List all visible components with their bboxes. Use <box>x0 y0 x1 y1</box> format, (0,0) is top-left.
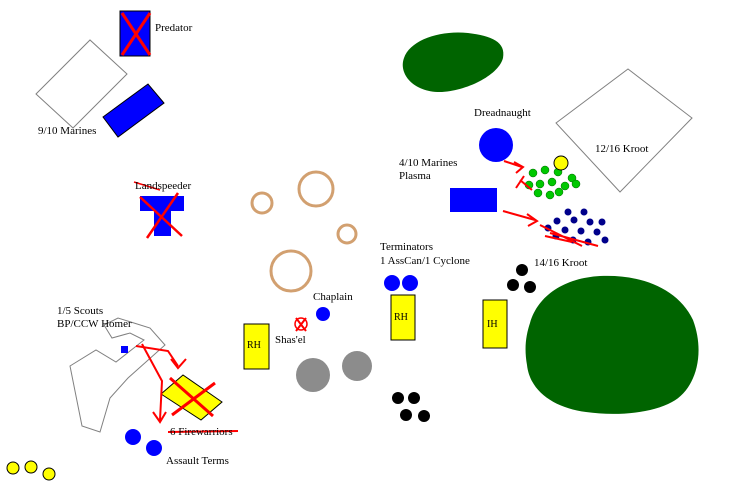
drone-group-right[interactable] <box>507 264 536 293</box>
forest-right <box>525 275 699 414</box>
terminator[interactable] <box>402 275 418 291</box>
label-marines-4-10: 4/10 Marines <box>399 157 458 169</box>
marines-plasma-unit[interactable] <box>450 188 497 212</box>
kroot-squad-green[interactable] <box>524 165 581 200</box>
label-rh-left: RH <box>247 340 261 351</box>
label-terminators: Terminators <box>380 241 433 253</box>
strike-mark <box>295 317 307 332</box>
strike-mark <box>167 430 239 433</box>
label-predator: Predator <box>155 22 193 34</box>
label-kroot-14-16: 14/16 Kroot <box>534 257 588 269</box>
label-scouts-loadout: BP/CCW Homer <box>57 318 132 330</box>
assault-arrow <box>170 358 187 370</box>
rh-vehicle-left[interactable] <box>243 323 270 370</box>
ih-vehicle[interactable] <box>482 299 508 349</box>
crater <box>250 191 274 215</box>
rh-vehicle-center[interactable] <box>390 294 416 341</box>
label-terminators-loadout: 1 AssCan/1 Cyclone <box>380 255 470 267</box>
dreadnaught[interactable] <box>479 128 513 162</box>
label-dreadnaught: Dreadnaught <box>474 107 531 119</box>
assault-terminator[interactable] <box>146 440 162 456</box>
label-shasel: Shas'el <box>275 334 306 346</box>
strike-mark <box>139 192 183 239</box>
label-kroot-12-16: 12/16 Kroot <box>595 143 649 155</box>
strike-mark <box>515 175 533 191</box>
strike-mark <box>120 12 152 56</box>
assault-terminator[interactable] <box>125 429 141 445</box>
label-marines-9-10: 9/10 Marines <box>38 125 97 137</box>
move-arrow <box>503 160 523 168</box>
crater <box>336 223 358 245</box>
label-scouts: 1/5 Scouts <box>57 305 104 317</box>
assault-arrow <box>141 343 164 421</box>
label-plasma: Plasma <box>399 170 431 182</box>
rock <box>342 351 372 381</box>
strike-mark <box>169 376 216 418</box>
move-arrow <box>502 210 536 221</box>
crater <box>297 170 335 208</box>
label-landspeeder: Landspeeder <box>135 180 192 192</box>
assault-arrow <box>135 345 179 367</box>
chaplain[interactable] <box>316 307 330 321</box>
ruin-topright <box>555 68 693 193</box>
move-arrow <box>513 161 525 174</box>
assault-arrow <box>152 411 167 424</box>
label-rh-center: RH <box>394 312 408 323</box>
label-firewarriors: 6 Firewarriors <box>170 426 233 438</box>
ruin-bottomleft <box>69 317 166 433</box>
forest-top <box>402 32 504 93</box>
shasel[interactable] <box>294 317 308 331</box>
crater <box>269 249 313 293</box>
rock <box>296 358 330 392</box>
kroot-shaper[interactable] <box>553 155 569 171</box>
tau-markers[interactable] <box>6 460 56 481</box>
drone-group-bottom[interactable] <box>392 392 430 422</box>
label-chaplain: Chaplain <box>313 291 353 303</box>
strike-mark <box>539 224 599 247</box>
strike-mark <box>133 181 161 191</box>
label-ih: IH <box>487 319 498 330</box>
scout[interactable] <box>121 346 128 353</box>
terminator[interactable] <box>384 275 400 291</box>
ruin-topleft <box>35 39 128 129</box>
move-arrow <box>526 213 539 227</box>
marines-rhino[interactable] <box>102 83 165 138</box>
label-assault-terms: Assault Terms <box>166 455 229 467</box>
